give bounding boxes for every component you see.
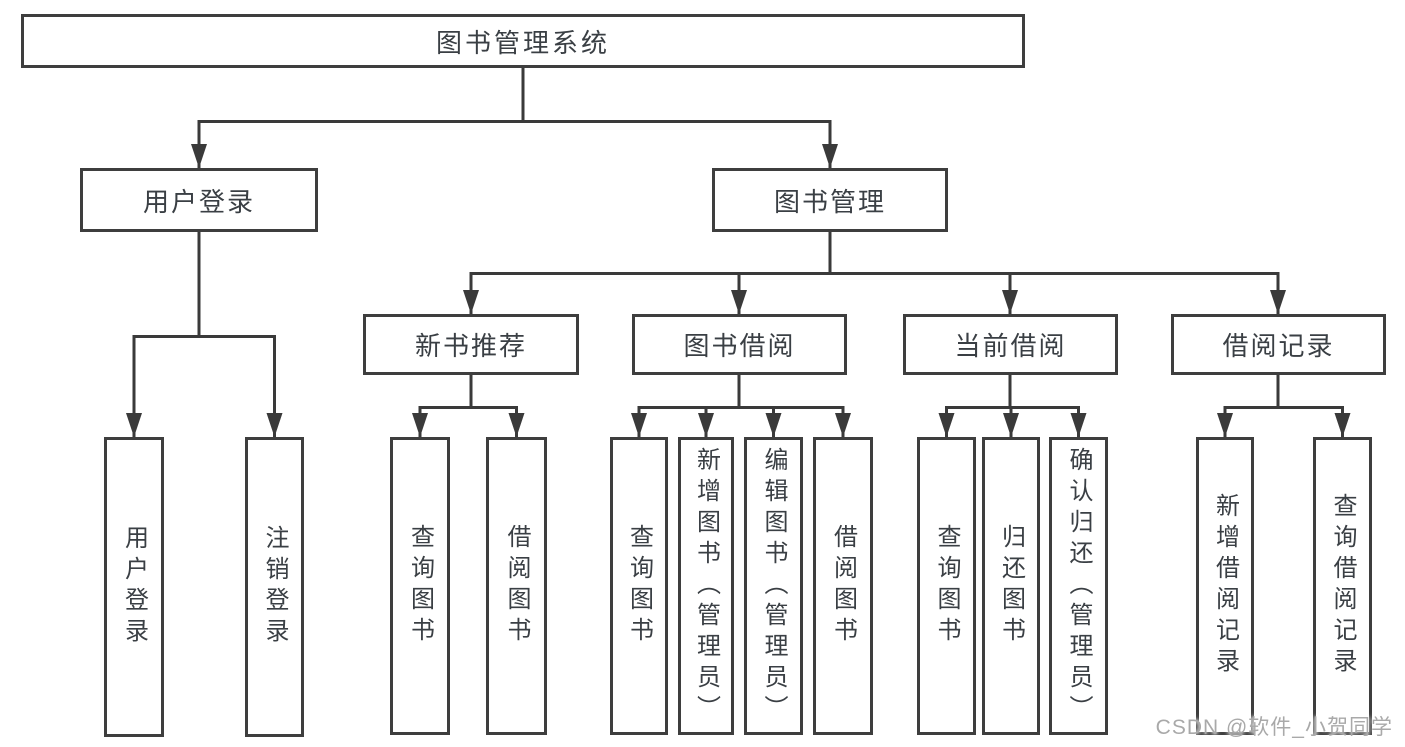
node-borrow-record-label: 借阅记录 xyxy=(1222,331,1335,361)
leaf-query-book-3-label: 查询图书 xyxy=(933,524,960,648)
leaf-return-book-label: 归还图书 xyxy=(997,524,1025,648)
leaf-query-book-3: 查询图书 xyxy=(917,437,976,735)
leaf-confirm-return-label: 确认归还（管理员） xyxy=(1065,446,1092,726)
node-root-label: 图书管理系统 xyxy=(435,27,610,58)
node-new-book-rec-label: 新书推荐 xyxy=(414,331,527,361)
leaf-return-book: 归还图书 xyxy=(982,437,1040,735)
node-current-borrow-label: 当前借阅 xyxy=(954,331,1067,361)
node-book-borrow: 图书借阅 xyxy=(632,314,847,375)
leaf-confirm-return: 确认归还（管理员） xyxy=(1049,437,1108,735)
node-borrow-record: 借阅记录 xyxy=(1171,314,1386,375)
leaf-logout-label: 注销登录 xyxy=(261,525,288,649)
node-book-mgmt-label: 图书管理 xyxy=(773,186,886,217)
csdn-watermark: CSDN @软件_小贺同学 xyxy=(1155,716,1393,739)
branch-book-borrow xyxy=(631,375,851,437)
branch-new-book-rec xyxy=(412,375,525,437)
leaf-edit-book-label: 编辑图书（管理员） xyxy=(760,446,787,726)
branch-user-login xyxy=(126,232,283,437)
leaf-query-book-1: 查询图书 xyxy=(390,437,450,735)
leaf-user-login: 用户登录 xyxy=(104,437,164,737)
leaf-logout: 注销登录 xyxy=(245,437,304,737)
node-user-login: 用户登录 xyxy=(80,168,318,232)
branch-root xyxy=(191,68,838,168)
leaf-add-book: 新增图书（管理员） xyxy=(678,437,734,735)
node-new-book-rec: 新书推荐 xyxy=(363,314,579,375)
branch-borrow-record xyxy=(1217,375,1351,437)
leaf-borrow-book-2-label: 借阅图书 xyxy=(829,524,857,648)
node-book-borrow-label: 图书借阅 xyxy=(683,331,796,361)
leaf-query-record: 查询借阅记录 xyxy=(1313,437,1372,735)
leaf-query-book-2: 查询图书 xyxy=(610,437,668,735)
leaf-borrow-book-1-label: 借阅图书 xyxy=(503,524,530,648)
node-current-borrow: 当前借阅 xyxy=(903,314,1118,375)
leaf-add-record: 新增借阅记录 xyxy=(1196,437,1254,735)
leaf-edit-book: 编辑图书（管理员） xyxy=(744,437,803,735)
leaf-add-book-label: 新增图书（管理员） xyxy=(692,446,720,726)
branch-current-borrow xyxy=(938,375,1087,437)
leaf-query-book-1-label: 查询图书 xyxy=(406,524,434,648)
leaf-user-login-label: 用户登录 xyxy=(120,525,148,649)
leaf-add-record-label: 新增借阅记录 xyxy=(1211,493,1239,679)
node-user-login-label: 用户登录 xyxy=(142,186,255,217)
leaf-query-book-2-label: 查询图书 xyxy=(625,524,653,648)
node-book-mgmt: 图书管理 xyxy=(712,168,948,232)
leaf-query-record-label: 查询借阅记录 xyxy=(1329,493,1356,679)
branch-book-mgmt xyxy=(463,232,1286,314)
leaf-borrow-book-2: 借阅图书 xyxy=(813,437,873,735)
node-root: 图书管理系统 xyxy=(21,14,1025,68)
leaf-borrow-book-1: 借阅图书 xyxy=(486,437,547,735)
